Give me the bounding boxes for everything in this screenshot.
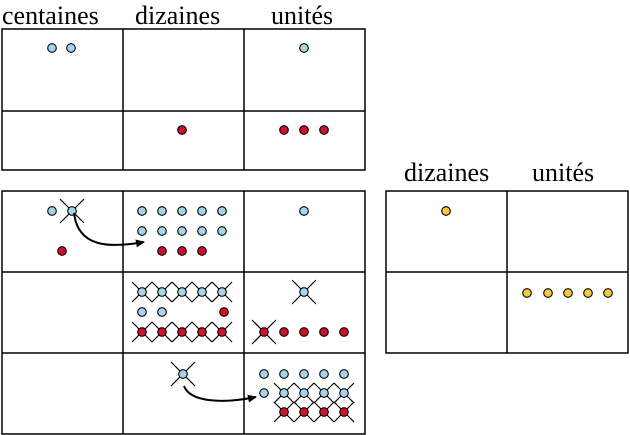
units-blue-dot — [259, 388, 269, 398]
units-blue-dot — [299, 287, 309, 297]
tens-blue-dot — [177, 226, 187, 236]
hundreds-blue-dot — [66, 43, 76, 53]
result-tens-yellow-dot — [441, 206, 451, 216]
tens-blue-dot — [157, 226, 167, 236]
exchange-arrow-hundred-to-tens — [73, 212, 145, 248]
tens-blue-dot — [137, 226, 147, 236]
units-blue-dot — [299, 43, 309, 53]
units-red-dot — [319, 407, 329, 417]
header-unites: unités — [271, 1, 334, 30]
tens-red-dot — [217, 327, 227, 337]
tens-blue-dot — [157, 287, 167, 297]
result-table — [385, 190, 629, 354]
tens-blue-dot — [137, 307, 147, 317]
hundreds-blue-dot — [47, 43, 57, 53]
tens-blue-dot — [177, 287, 187, 297]
units-blue-dot — [319, 369, 329, 379]
units-red-dot — [319, 327, 329, 337]
tens-red-dot — [137, 327, 147, 337]
units-blue-dot — [339, 369, 349, 379]
units-red-dot — [299, 407, 309, 417]
tens-red-dot — [157, 327, 167, 337]
units-blue-dot — [299, 206, 309, 216]
tens-red-dot — [177, 246, 187, 256]
units-red-dot — [279, 125, 289, 135]
header-centaines: centaines — [2, 1, 99, 30]
units-blue-dot — [279, 369, 289, 379]
tens-red-dot — [157, 246, 167, 256]
units-red-dot — [259, 327, 269, 337]
units-red-dot — [279, 327, 289, 337]
result-units-yellow-dot — [543, 288, 553, 298]
tens-blue-dot — [137, 206, 147, 216]
tens-blue-dot — [157, 307, 167, 317]
exchange-table — [1, 190, 366, 435]
header-right-dizaines: dizaines — [404, 158, 490, 187]
tens-blue-dot — [178, 369, 188, 379]
units-blue-dot — [299, 388, 309, 398]
hundreds-blue-dot — [47, 206, 57, 216]
units-red-dot — [299, 125, 309, 135]
units-blue-dot — [259, 369, 269, 379]
tens-blue-dot — [137, 287, 147, 297]
tens-red-dot — [197, 246, 207, 256]
units-blue-dot — [299, 369, 309, 379]
exchange-arrow-ten-to-units — [183, 385, 257, 403]
tens-red-dot — [197, 327, 207, 337]
tens-red-dot — [177, 327, 187, 337]
units-blue-dot — [339, 388, 349, 398]
units-blue-dot — [279, 388, 289, 398]
tens-blue-dot — [177, 206, 187, 216]
units-red-dot — [299, 327, 309, 337]
tens-blue-dot — [197, 226, 207, 236]
header-right-unites: unités — [532, 158, 595, 187]
header-dizaines: dizaines — [135, 1, 221, 30]
top-table — [1, 28, 366, 171]
tens-red-dot — [177, 125, 187, 135]
result-units-yellow-dot — [583, 288, 593, 298]
units-red-dot — [279, 407, 289, 417]
hundreds-red-dot — [57, 246, 67, 256]
crossed-out-marks — [59, 198, 355, 423]
tens-blue-dot — [217, 206, 227, 216]
counter-dots — [47, 43, 613, 417]
units-red-dot — [319, 125, 329, 135]
result-units-yellow-dot — [603, 288, 613, 298]
units-blue-dot — [319, 388, 329, 398]
result-units-yellow-dot — [522, 288, 532, 298]
units-red-dot — [339, 327, 349, 337]
tens-blue-dot — [197, 206, 207, 216]
tens-blue-dot — [197, 287, 207, 297]
tens-blue-dot — [157, 206, 167, 216]
units-red-dot — [339, 407, 349, 417]
tens-blue-dot — [217, 226, 227, 236]
tens-blue-dot — [217, 287, 227, 297]
tens-red-dot — [219, 307, 229, 317]
result-units-yellow-dot — [563, 288, 573, 298]
